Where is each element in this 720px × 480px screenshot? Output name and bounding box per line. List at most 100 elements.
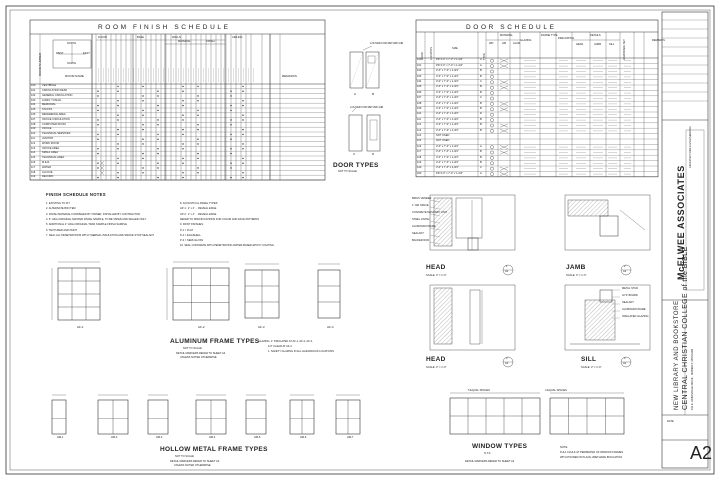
door-swing [365, 51, 380, 89]
detail-jamb-num: 2 [624, 265, 626, 268]
title-block-frame [661, 11, 709, 469]
material-mark [490, 96, 494, 101]
sill-frame-section [599, 289, 613, 303]
finish-mark [242, 143, 244, 145]
finish-mark [197, 138, 199, 140]
hatch-mark [499, 80, 509, 85]
room-name-cell: ALCOVE [42, 170, 53, 174]
finish-note-line: 7. SEAL ALL PENETRATIONS WITH THERMAL IN… [46, 233, 155, 237]
material-mark [490, 69, 494, 74]
material-mark [490, 161, 494, 166]
sill-detail-frame [564, 284, 651, 351]
hatch-mark [499, 107, 509, 112]
finish-note-line: 3. FINISH MATERIAL FURNISHED BY OWNER, I… [46, 212, 140, 216]
material-mark [490, 118, 494, 122]
room-number-cell: 100 [31, 84, 36, 88]
finish-mark [230, 104, 232, 107]
material-mark [490, 150, 494, 155]
finish-note-line: 2. ALTERNATE BID ITEM [46, 207, 76, 211]
room-number-cell: 103 [31, 98, 36, 102]
door-type-cell: B [480, 74, 482, 78]
finish-mark [142, 172, 144, 174]
finish-mark [142, 152, 144, 155]
hm1-label: HM-1 [57, 436, 64, 439]
door-number-cell: 104 [417, 80, 422, 83]
door-type-cell: B [480, 117, 482, 121]
finish-mark [142, 100, 144, 102]
material-mark [490, 80, 494, 85]
detail-head-1-title: HEAD [426, 264, 446, 271]
finish-mark [97, 138, 99, 140]
door-type-cell: A [480, 58, 482, 62]
finish-mark [182, 85, 184, 88]
hatch-mark [499, 64, 509, 68]
door-size-cell: NOT USED [436, 134, 450, 137]
door-size-cell: 3'-0" x 7'-0" x 1-3/4" [436, 90, 459, 94]
brick-veneer [433, 287, 453, 345]
base-group-header: BASE [137, 36, 144, 39]
room-number-cell: 119 [31, 175, 36, 179]
detail-sill-sheet: A2 [623, 362, 627, 365]
glazing-note-2: 1/4" CLEAR AT AF-4 [268, 345, 292, 348]
door-number-cell: 103 [417, 74, 422, 78]
compass-south: SOUTH [67, 62, 77, 65]
jamb-detail-frame [564, 194, 651, 251]
door-size-cell: 3'-0" x 7'-0" x 1-3/4" [436, 69, 459, 73]
finish-mark [142, 167, 144, 169]
door-size-cell: PR 3'-0" x 7'-0" x 1-3/4" [436, 63, 463, 67]
door-type-b [365, 51, 380, 89]
finish-mark [142, 143, 144, 145]
door-type-cell: B [480, 90, 482, 94]
hm-frame-1 [51, 399, 67, 435]
finish-mark [97, 133, 99, 136]
door-size-cell: 3'-0" x 7'-0" x 1-3/4" [436, 128, 459, 132]
finish-mark [197, 152, 199, 155]
door-type-cell: B [480, 150, 482, 154]
detail-callout: GYP. BOARD [622, 294, 638, 297]
finish-mark [182, 90, 184, 92]
door-vision-lite [369, 119, 378, 141]
door-type-cell: C [480, 80, 482, 83]
detail-head-2-title: HEAD [426, 356, 446, 363]
room-number-cell: 108 [31, 122, 36, 126]
finish-mark [182, 100, 184, 102]
door-header: DOOR [421, 52, 424, 60]
details-sill: SILL [609, 43, 615, 46]
finish-mark [97, 104, 99, 107]
door-number-cell: 120 [417, 166, 422, 170]
hm-frame-3 [147, 399, 169, 435]
finish-mark [242, 133, 244, 136]
room-name-cell: TECHNICAL AREA [42, 156, 65, 160]
finish-mark [242, 119, 244, 121]
door-size-cell: 3'-0" x 7'-0" x 1-3/4" [436, 144, 459, 148]
door-number-cell: 111 [417, 117, 421, 121]
finish-mark [97, 148, 99, 150]
af4-frame [317, 269, 341, 319]
hm-frames-note2: UNLESS NOTED OTHERWISE [174, 464, 211, 467]
finish-mark [97, 176, 99, 179]
finish-mark [97, 124, 99, 126]
door-type-b-label: B [372, 92, 375, 96]
door-number-cell: 118 [417, 155, 422, 159]
finish-mark [242, 176, 244, 179]
frame-type-header: FRAME TYPE [541, 34, 558, 37]
finish-mark [242, 104, 244, 107]
finish-mark [117, 128, 119, 131]
caulk-note-2: WITH POURED IN PLACE URETHANE INSULATION [560, 456, 623, 459]
floor-group-header: FLOOR [98, 36, 107, 39]
door-type-c-label: C [353, 152, 356, 156]
finish-mark [157, 133, 159, 136]
finish-note-line: P-2 = EGGSHELL [180, 233, 201, 237]
hatch-mark [99, 161, 105, 166]
detail-callout: INSULATED GLAZING [622, 315, 649, 318]
detail-head-2-sheet: A2 [505, 362, 509, 365]
door-type-cell: D [480, 112, 482, 116]
room-name-cell: WATER [42, 165, 52, 169]
detail-callout: SEALANT [412, 232, 424, 235]
material-mark [490, 91, 494, 95]
finish-mark [157, 148, 159, 150]
hm2-label: HM-2 [111, 436, 118, 439]
sheet-number: A2 [690, 443, 713, 463]
walls-group-header: WALLS [172, 36, 181, 39]
caulk-note-title: NOTE: [560, 446, 568, 449]
